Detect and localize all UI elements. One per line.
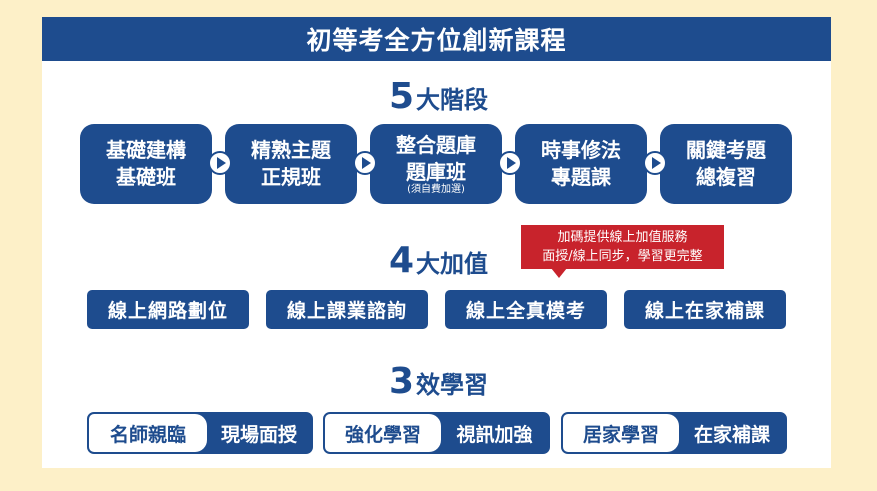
learning-left: 強化學習 bbox=[325, 414, 441, 452]
value-add-consultation[interactable]: 線上課業諮詢 bbox=[266, 290, 428, 329]
stage-class: 專題課 bbox=[551, 165, 611, 189]
stage-class: 題庫班 bbox=[406, 160, 466, 184]
chevron-right-icon bbox=[208, 151, 232, 175]
learning-pill-3: 居家學習 在家補課 bbox=[561, 412, 787, 454]
section-label: 效學習 bbox=[416, 371, 489, 399]
stage-note: (須自費加選) bbox=[407, 184, 465, 195]
callout-line: 面授/線上同步，學習更完整 bbox=[542, 249, 703, 264]
callout-line: 加碼提供線上加值服務 bbox=[557, 230, 688, 245]
stage-class: 基礎班 bbox=[116, 165, 176, 189]
stage-class: 正規班 bbox=[261, 165, 321, 189]
section-label: 大加值 bbox=[416, 250, 489, 278]
stage-title: 關鍵考題 bbox=[686, 138, 766, 162]
stage-class: 總複習 bbox=[696, 165, 756, 189]
value-add-home-makeup[interactable]: 線上在家補課 bbox=[624, 290, 786, 329]
section-heading-learning: 3效學習 bbox=[0, 361, 877, 402]
value-add-mock-exam[interactable]: 線上全真模考 bbox=[445, 290, 607, 329]
stage-2: 精熟主題 正規班 bbox=[225, 124, 357, 204]
chevron-right-icon bbox=[353, 151, 377, 175]
section-heading-stages: 5大階段 bbox=[0, 76, 877, 117]
value-add-seat-booking[interactable]: 線上網路劃位 bbox=[87, 290, 249, 329]
page-title: 初等考全方位創新課程 bbox=[42, 17, 831, 61]
stage-title: 基礎建構 bbox=[106, 138, 186, 162]
stage-title: 精熟主題 bbox=[251, 138, 331, 162]
stage-title: 時事修法 bbox=[541, 138, 621, 162]
learning-left: 名師親臨 bbox=[89, 414, 207, 452]
section-label: 大階段 bbox=[416, 86, 489, 114]
stage-1: 基礎建構 基礎班 bbox=[80, 124, 212, 204]
learning-left: 居家學習 bbox=[563, 414, 679, 452]
learning-pill-1: 名師親臨 現場面授 bbox=[87, 412, 313, 454]
stage-5: 關鍵考題 總複習 bbox=[660, 124, 792, 204]
section-number: 3 bbox=[388, 361, 415, 402]
stage-title: 整合題庫 bbox=[396, 133, 476, 157]
chevron-right-icon bbox=[498, 151, 522, 175]
chevron-right-icon bbox=[643, 151, 667, 175]
learning-right: 視訊加強 bbox=[456, 423, 533, 446]
learning-right: 現場面授 bbox=[220, 423, 297, 446]
section-number: 4 bbox=[388, 240, 415, 281]
section-number: 5 bbox=[388, 76, 415, 117]
section-heading-value-adds: 4大加值 bbox=[0, 240, 877, 281]
learning-pill-2: 強化學習 視訊加強 bbox=[323, 412, 550, 454]
learning-right: 在家補課 bbox=[693, 423, 770, 446]
stage-4: 時事修法 專題課 bbox=[515, 124, 647, 204]
stage-3: 整合題庫 題庫班 (須自費加選) bbox=[370, 124, 502, 204]
promo-callout: 加碼提供線上加值服務 面授/線上同步，學習更完整 bbox=[521, 225, 724, 278]
